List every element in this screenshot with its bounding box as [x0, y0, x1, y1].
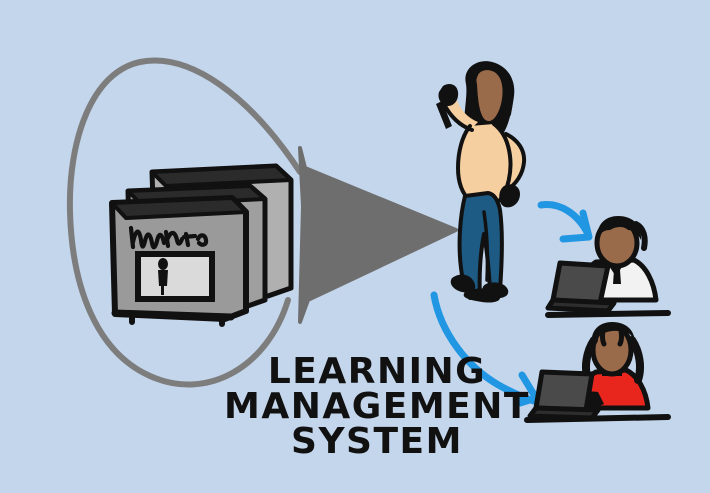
slide-figure-silhouette: [158, 258, 168, 295]
slide-scribble-text: [128, 225, 209, 250]
funnel-loop: [66, 57, 303, 388]
lms-title-line-2: MANAGEMENT: [224, 386, 530, 427]
grey-arrow: [298, 146, 458, 324]
lms-title-line-1: LEARNING: [268, 351, 486, 392]
blue-arrow-top: [537, 201, 593, 243]
instructor-figure: [436, 61, 527, 303]
learner-bottom: [524, 322, 671, 423]
learner-top: [545, 216, 671, 318]
lms-title: LEARNING MANAGEMENT SYSTEM: [224, 351, 530, 462]
slide-picture-frame: [135, 251, 215, 302]
slide-front: [109, 195, 249, 327]
lms-title-line-3: SYSTEM: [291, 421, 463, 462]
course-slides-stack: [109, 163, 294, 327]
